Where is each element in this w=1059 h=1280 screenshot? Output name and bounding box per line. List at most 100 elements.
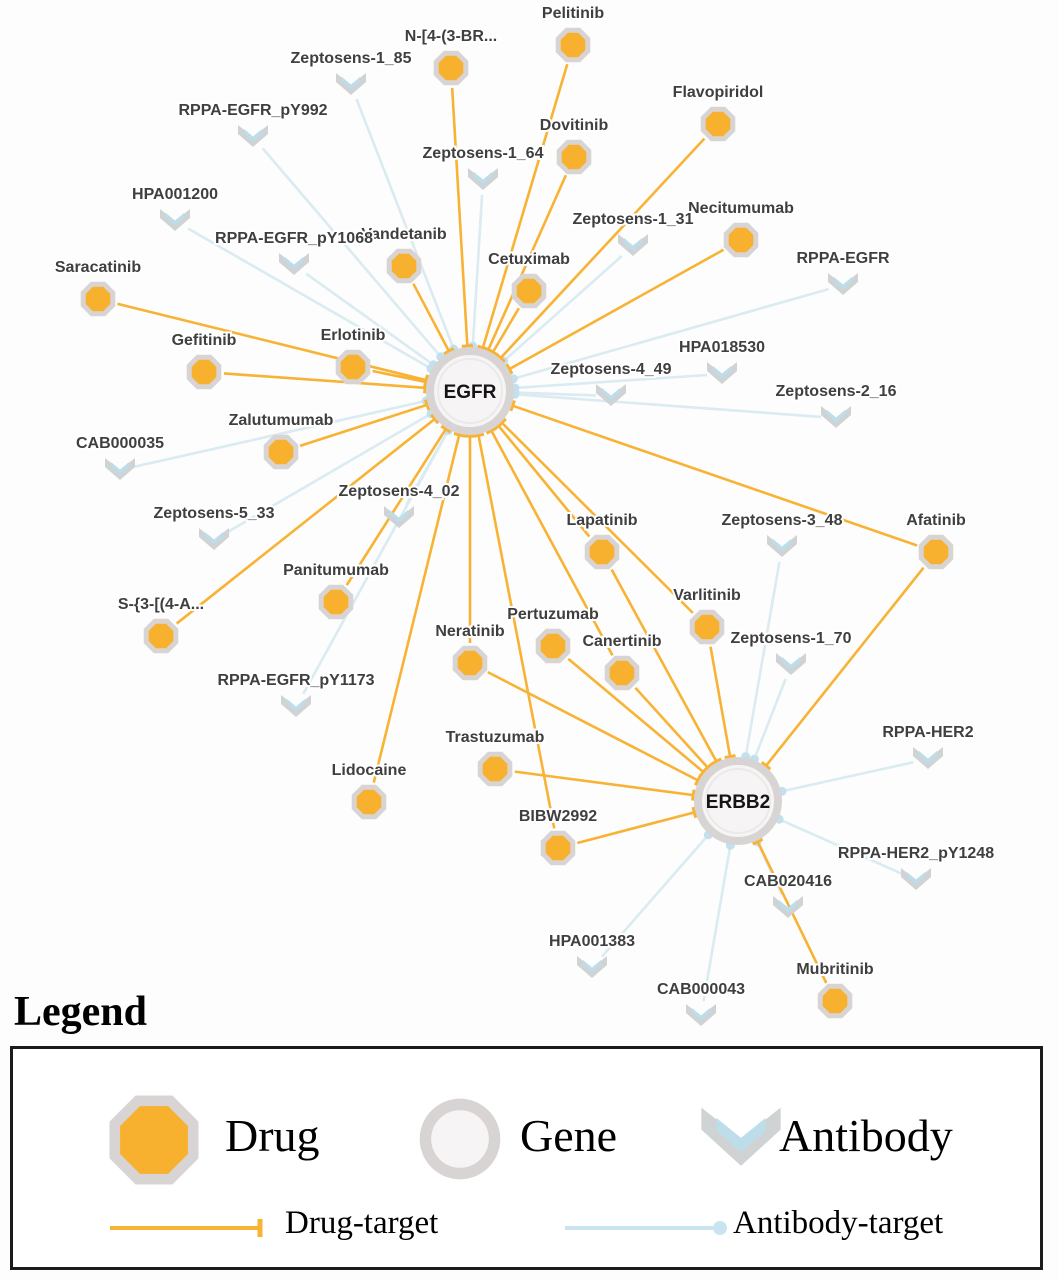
drug-node-label: Panitumumab <box>283 562 389 579</box>
antibody-legend-icon <box>701 1107 781 1166</box>
node-antibody-hpa001200 <box>160 209 190 231</box>
drug-legend-label: Drug <box>225 1110 320 1161</box>
drug-node-label: Canertinib <box>582 633 661 650</box>
antibody-node-label: RPPA-HER2 <box>882 724 973 741</box>
drug-target-edge-vandetanib <box>412 283 455 356</box>
node-antibody-rppa-egfr-py992 <box>238 125 268 147</box>
drug-target-legend-label: Drug-target <box>285 1205 439 1241</box>
drug-node-label: N-[4-(3-BR... <box>405 28 497 45</box>
drug-node-label: BIBW2992 <box>519 808 597 825</box>
antibody-node-label: Zeptosens-1_70 <box>731 630 852 647</box>
drug-node-label: Cetuximab <box>488 251 570 268</box>
node-antibody-cab000035 <box>105 458 135 480</box>
node-antibody-zeptosens-2-16 <box>821 406 851 428</box>
node-drug-erlotinib <box>335 349 371 385</box>
drug-node-label: Trastuzumab <box>446 729 545 746</box>
node-antibody-rppa-egfr-py1068 <box>279 253 309 275</box>
drug-target-edge-varlitinib <box>709 646 736 760</box>
node-antibody-cab020416 <box>773 896 803 918</box>
drug-target-edge-n-4-3-br <box>450 87 473 348</box>
node-drug-pertuzumab <box>535 628 571 664</box>
node-antibody-cab000043 <box>686 1004 716 1026</box>
node-drug-panitumumab <box>318 584 354 620</box>
drug-target-edge-neratinib <box>464 434 476 643</box>
drug-node-label: Vandetanib <box>361 226 447 243</box>
node-drug-vandetanib <box>386 248 422 284</box>
gene-node-label: ERBB2 <box>706 792 770 813</box>
antibody-node-label: Zeptosens-4_49 <box>551 361 672 378</box>
node-drug-pelitinib <box>555 27 591 63</box>
antibody-node-label: CAB020416 <box>744 873 832 890</box>
node-antibody-zeptosens-1-31 <box>618 234 648 256</box>
node-drug-cetuximab <box>511 273 547 309</box>
node-drug-saracatinib <box>80 281 116 317</box>
drug-target-edge-zalutumumab <box>299 399 431 448</box>
legend-box: Drug Gene Antibody Drug-target Antibody-… <box>10 1046 1043 1270</box>
drug-node-label: Necitumumab <box>688 200 794 217</box>
drug-legend-icon <box>109 1095 199 1185</box>
drug-target-edge-necitumumab <box>505 248 725 375</box>
antibody-target-edge-zeptosens-1-64 <box>468 194 484 351</box>
drug-node-label: Zalutumumab <box>229 412 334 429</box>
antibody-node-label: Zeptosens-1_85 <box>291 50 412 67</box>
node-drug-lidocaine <box>351 784 387 820</box>
drug-node-label: Pertuzumab <box>507 606 599 623</box>
drug-target-edge-panitumumab <box>345 424 452 586</box>
node-antibody-hpa018530 <box>707 362 737 384</box>
gene-legend-icon <box>419 1098 501 1180</box>
node-drug-gefitinib <box>186 354 222 390</box>
antibody-node-label: Zeptosens-4_02 <box>339 483 460 500</box>
drug-node-label: Flavopiridol <box>673 84 764 101</box>
drug-node-label: Dovitinib <box>540 117 609 134</box>
antibody-node-label: Zeptosens-3_48 <box>722 512 843 529</box>
drug-node-label: Saracatinib <box>55 259 141 276</box>
node-drug-neratinib <box>452 645 488 681</box>
node-drug-lapatinib <box>584 534 620 570</box>
drug-target-edge-varlitinib <box>496 417 694 614</box>
drug-node-label: Gefitinib <box>172 332 237 349</box>
node-antibody-rppa-her2 <box>913 747 943 769</box>
antibody-node-label: Zeptosens-5_33 <box>154 505 275 522</box>
node-antibody-zeptosens-1-64 <box>468 168 498 190</box>
antibody-node-label: RPPA-EGFR_pY992 <box>178 102 327 119</box>
node-gene-egfr: EGFR <box>426 347 514 435</box>
drug-node-label: Lapatinib <box>566 512 637 529</box>
drug-target-edge-neratinib <box>487 671 702 787</box>
drug-target-edge-canertinib <box>634 686 713 773</box>
node-antibody-rppa-egfr-py1173 <box>281 695 311 717</box>
antibody-node-label: RPPA-EGFR_pY1068 <box>215 230 373 247</box>
node-drug-flavopiridol <box>700 106 736 142</box>
antibody-node-label: RPPA-HER2_pY1248 <box>838 845 994 862</box>
node-antibody-zeptosens-3-48 <box>767 535 797 557</box>
drug-target-edge-lapatinib <box>610 568 723 766</box>
drug-target-edge-afatinib <box>509 399 918 547</box>
antibody-node-label: RPPA-EGFR <box>796 250 889 267</box>
antibody-node-label: Zeptosens-1_64 <box>423 145 544 162</box>
antibody-target-edge-zeptosens-1-70 <box>749 678 787 764</box>
node-drug-mubritinib <box>817 983 853 1019</box>
drug-target-edge-s-3-4-a <box>175 413 440 625</box>
node-drug-s-3-4-a <box>143 618 179 654</box>
drug-node-label: Pelitinib <box>542 5 604 22</box>
drug-target-edge-afatinib <box>760 566 925 771</box>
edge-layer <box>117 63 925 1002</box>
drug-target-edge-erlotinib <box>372 369 429 388</box>
gene-legend-label: Gene <box>520 1110 618 1161</box>
antibody-target-line-icon <box>565 1221 727 1235</box>
antibody-node-label: HPA001200 <box>132 186 218 203</box>
drug-target-edge-cetuximab <box>487 307 520 357</box>
node-antibody-zeptosens-1-70 <box>776 653 806 675</box>
drug-target-edge-bibw2992 <box>472 432 556 829</box>
node-drug-canertinib <box>604 655 640 691</box>
legend-title: Legend <box>14 989 148 1035</box>
antibody-node-label: Zeptosens-2_16 <box>776 383 897 400</box>
node-antibody-rppa-egfr <box>828 273 858 295</box>
node-layer: EGFR ERBB2 <box>80 27 954 1026</box>
drug-node-label: Varlitinib <box>673 587 741 604</box>
node-antibody-hpa001383 <box>577 956 607 978</box>
antibody-node-label: CAB000035 <box>76 435 164 452</box>
node-drug-trastuzumab <box>477 751 513 787</box>
